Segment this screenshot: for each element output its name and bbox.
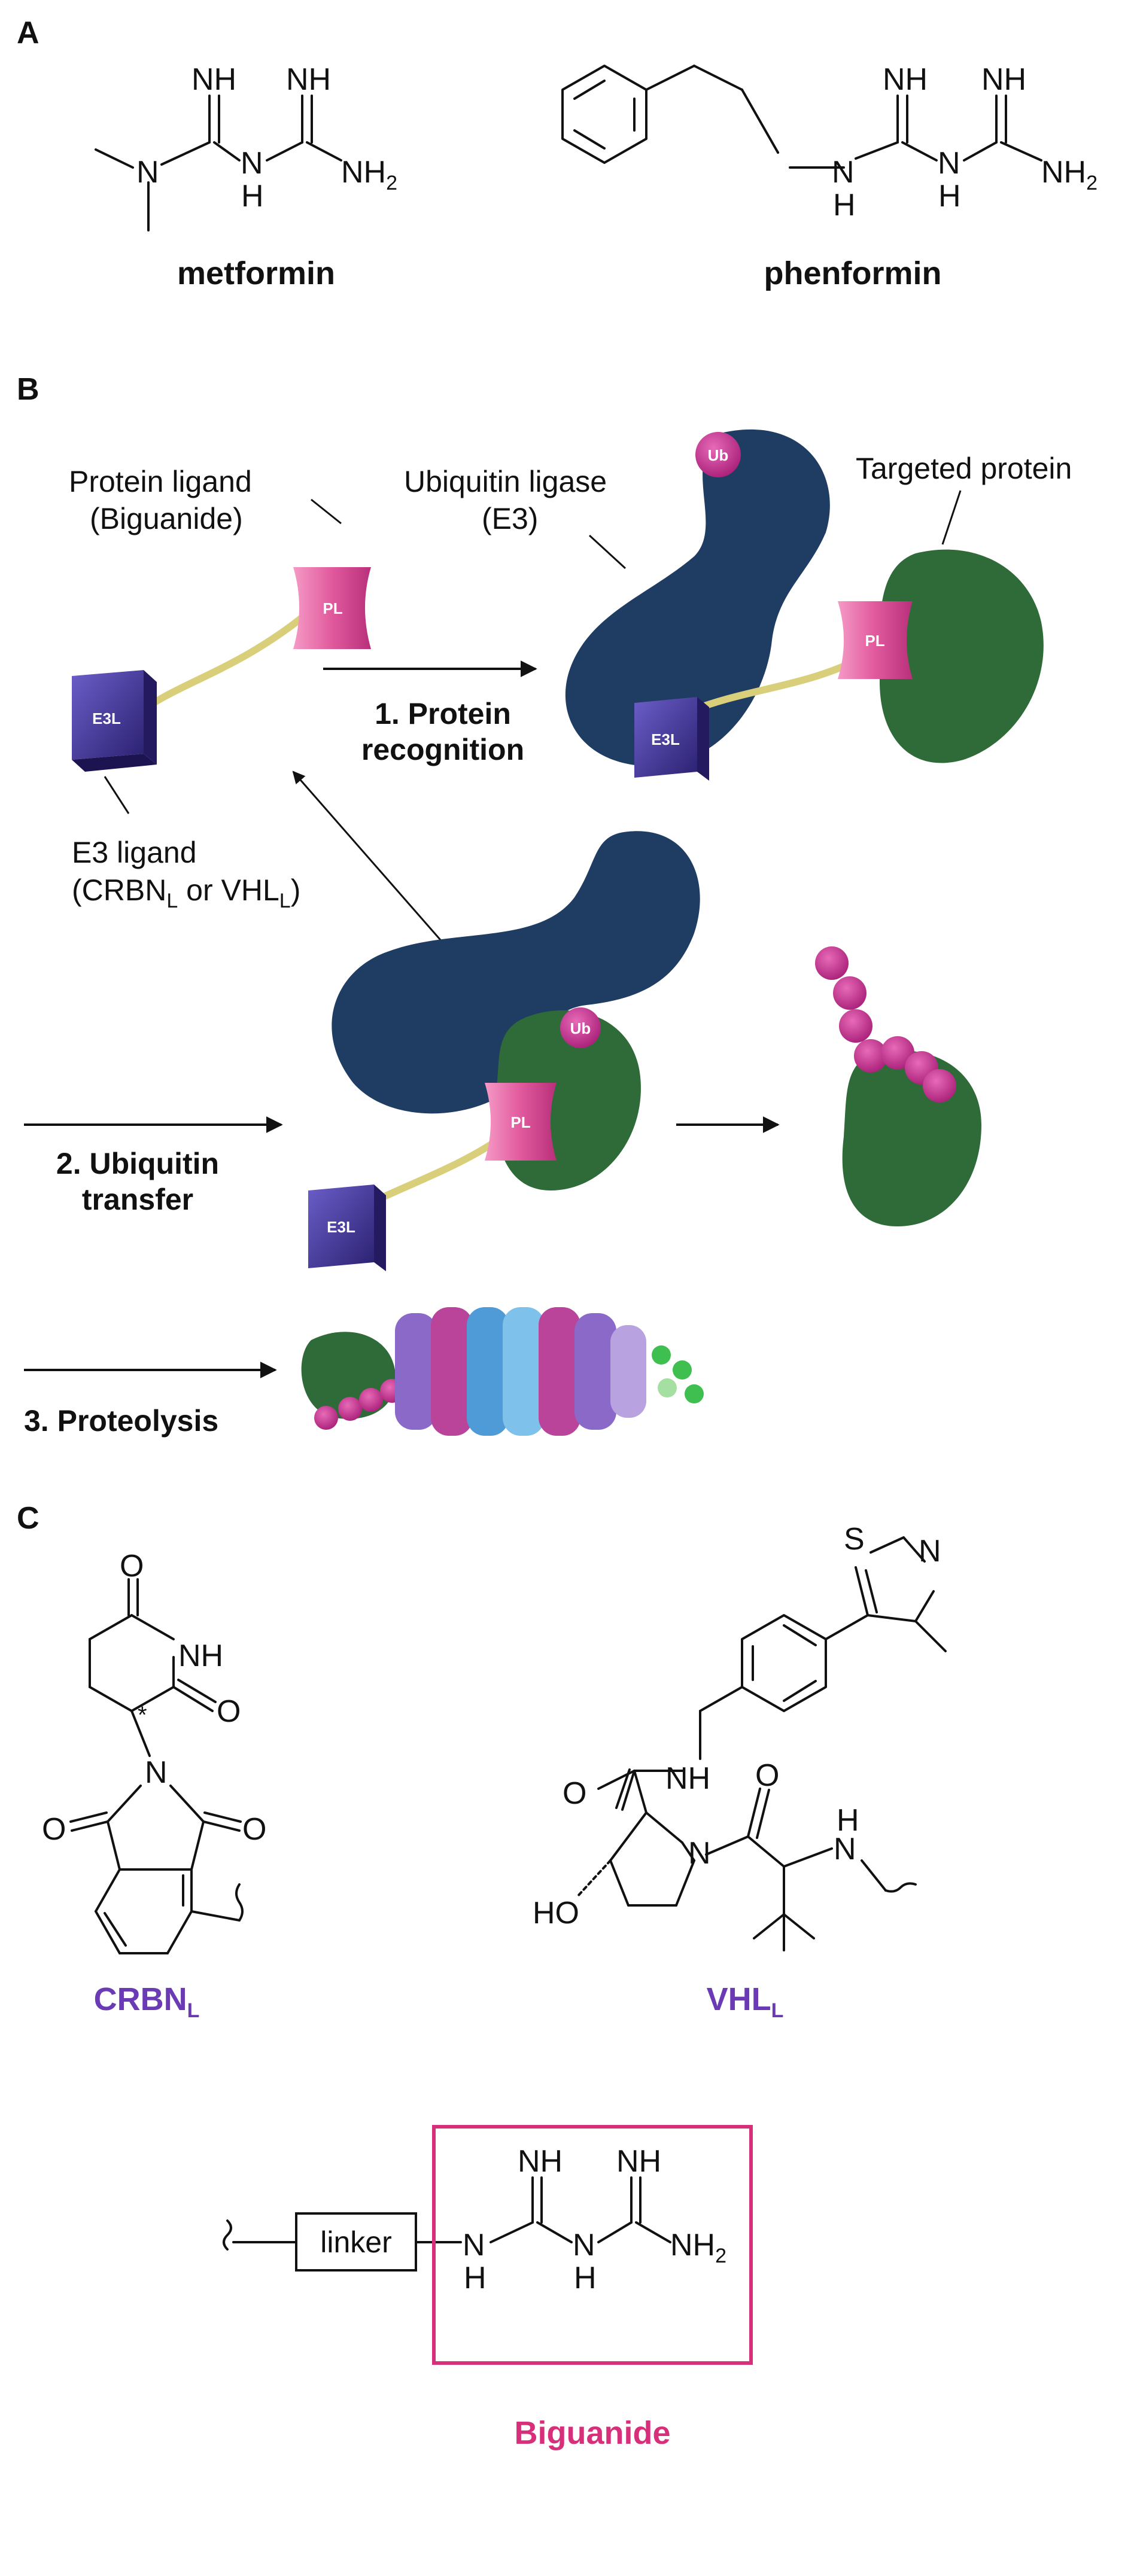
panel-a-label: A (17, 16, 39, 50)
metformin-name: metformin (177, 255, 335, 291)
svg-text:E3L: E3L (327, 1218, 355, 1236)
crbn-name: CRBNL (94, 1981, 200, 2022)
e3-ligase-blob-2 (332, 831, 700, 1114)
e3l-cube-3: E3L (308, 1185, 386, 1271)
phenformin-atom-nh-1: NH (883, 62, 928, 97)
targeted-protein-label: Targeted protein (856, 452, 1072, 485)
metformin-atom-n: N (136, 155, 159, 190)
e3-ligand-label-2: (CRBNL or VHLL) (72, 873, 300, 912)
polyubiquitin-chain (815, 946, 956, 1103)
metformin-atom-nh2: NH2 (341, 155, 397, 194)
e3-ligase-blob-1 (565, 429, 830, 766)
ub-ligase-label-2: (E3) (482, 502, 538, 535)
crbn-atom-o-2: O (217, 1694, 241, 1729)
pl-block-2: PL (838, 601, 913, 679)
step1-label-2: recognition (361, 733, 524, 766)
linker-2 (686, 654, 864, 715)
pl-block-3: PL (485, 1083, 557, 1161)
panel-b-label: B (17, 372, 39, 407)
ub-ligase-leader (588, 534, 627, 570)
target-protein-blob-1 (879, 549, 1044, 763)
protein-ligand-leader (311, 498, 342, 525)
metformin-atom-h: H (241, 179, 264, 214)
phenformin-name: phenformin (764, 255, 942, 291)
targeted-protein-leader (941, 490, 962, 545)
crbn-star: * (138, 1702, 147, 1728)
phenformin-atom-nh2: NH2 (1041, 155, 1098, 194)
svg-text:PL: PL (865, 632, 884, 650)
linker-biguanide-structure: N H NH N H NH NH2 (223, 2144, 726, 2295)
vhl-atom-n-2: N (688, 1836, 711, 1871)
e3l-cube-1: E3L (72, 670, 157, 772)
linker-1 (138, 607, 314, 715)
ub-ligase-label-1: Ubiquitin ligase (404, 465, 607, 498)
vhl-atom-h: H (837, 1803, 859, 1838)
biguanide-name: Biguanide (514, 2415, 670, 2451)
vhl-atom-ho: HO (533, 1896, 579, 1931)
protein-ligand-label-2: (Biguanide) (90, 502, 243, 535)
crbn-atom-nh: NH (178, 1639, 223, 1673)
ub-bead-top: Ub (695, 432, 741, 477)
phenformin-atom-h-2: H (938, 179, 961, 214)
vhl-atom-o-2: O (755, 1758, 779, 1793)
vhl-ligand-structure: N S O NH N O N H HO (533, 1522, 947, 1951)
biguanide-atom-nh-1: NH (518, 2144, 563, 2179)
phenformin-atom-h-1: H (833, 188, 856, 223)
pl-block-1: PL (293, 567, 371, 649)
crbn-atom-o-3: O (42, 1812, 66, 1847)
panel-c-label: C (17, 1501, 39, 1536)
e3l-cube-2: E3L (634, 697, 709, 781)
vhl-atom-nh: NH (665, 1761, 710, 1796)
biguanide-atom-n-1: N (463, 2228, 485, 2263)
svg-text:PL: PL (323, 599, 342, 617)
svg-text:E3L: E3L (92, 710, 121, 727)
svg-text:Ub: Ub (570, 1019, 591, 1037)
phenformin-structure: N H NH N H NH NH2 (561, 62, 1098, 223)
vhl-atom-n-3: N (834, 1832, 856, 1866)
ub-bead-mid: Ub (560, 1007, 601, 1048)
metformin-atom-nh-1: NH (191, 62, 236, 97)
proteasome (301, 1307, 704, 1436)
biguanide-atom-h-1: H (464, 2261, 487, 2295)
crbn-ligand-structure: O NH O * N O O (42, 1549, 266, 1954)
step3-label: 3. Proteolysis (24, 1404, 218, 1438)
biguanide-atom-h-2: H (574, 2261, 597, 2295)
biguanide-atom-n-2: N (573, 2228, 595, 2263)
step2-label-1: 2. Ubiquitin (56, 1147, 219, 1180)
vhl-atom-n: N (919, 1534, 941, 1569)
svg-text:Ub: Ub (708, 446, 729, 464)
crbn-atom-o-4: O (242, 1812, 266, 1847)
biguanide-atom-nh2: NH2 (670, 2228, 726, 2267)
svg-text:PL: PL (510, 1113, 530, 1131)
vhl-atom-s: S (844, 1522, 865, 1557)
e3-ligand-leader (104, 776, 130, 814)
vhl-name: VHLL (707, 1981, 784, 2022)
metformin-atom-n-2: N (241, 146, 263, 181)
crbn-atom-o-1: O (120, 1549, 144, 1584)
svg-text:E3L: E3L (651, 730, 680, 748)
linker-label: linker (320, 2225, 391, 2259)
metformin-structure: N NH N H NH NH2 (95, 62, 397, 232)
phenformin-atom-nh-2: NH (981, 62, 1026, 97)
metformin-atom-nh-2: NH (286, 62, 331, 97)
biguanide-atom-nh-2: NH (616, 2144, 661, 2179)
biguanide-box (432, 2125, 753, 2365)
phenformin-atom-n-2: N (938, 146, 960, 181)
step2-label-2: transfer (82, 1183, 193, 1216)
vhl-atom-o-1: O (563, 1776, 586, 1811)
e3-ligand-label-1: E3 ligand (72, 836, 197, 869)
phenformin-atom-n-1: N (832, 155, 855, 190)
protein-ligand-label-1: Protein ligand (69, 465, 252, 498)
crbn-atom-n: N (145, 1755, 168, 1790)
step1-label-1: 1. Protein (375, 697, 511, 730)
